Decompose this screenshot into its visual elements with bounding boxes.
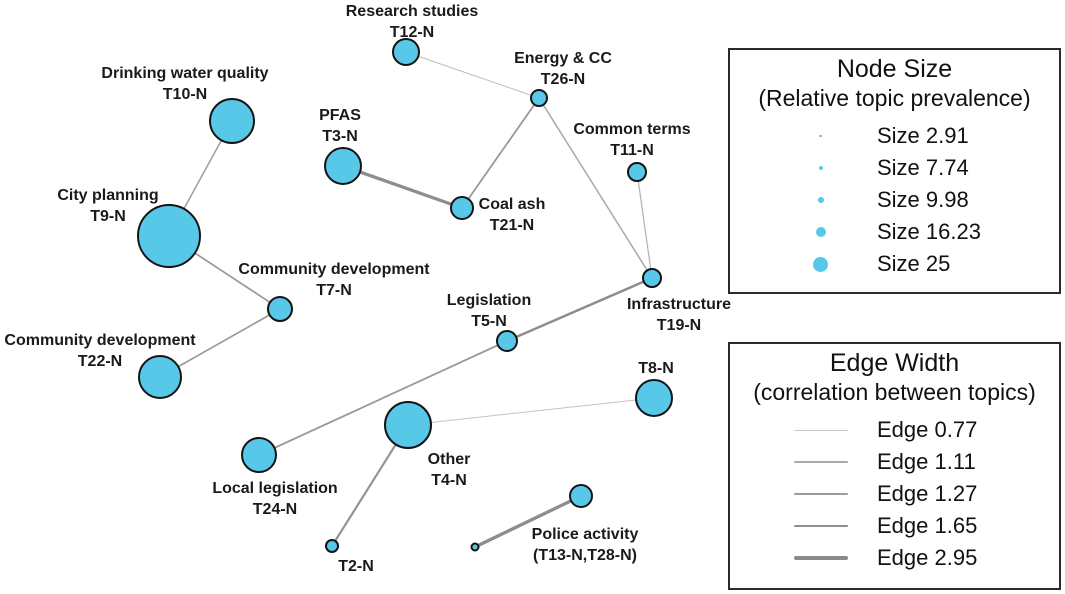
legend-edge-width-icon-cell: [778, 556, 863, 560]
edge-T11-N-T19-N: [636, 171, 653, 279]
legend-node-size-item: Size 7.74: [730, 152, 1059, 184]
legend-edge-width-item-label: Edge 1.11: [877, 449, 976, 474]
node-T10-N: [209, 98, 255, 144]
node-T12-N: [392, 38, 420, 66]
node-T9-N: [137, 204, 201, 268]
node-T8-N: [635, 379, 673, 417]
legend-node-size: Node Size (Relative topic prevalence) Si…: [728, 48, 1061, 294]
edge-T5-N-T24-N: [258, 340, 508, 456]
legend-node-size-icon-cell: [778, 227, 863, 237]
edge-width-line-icon: [793, 524, 848, 528]
edge-T7-N-T22-N: [159, 308, 281, 378]
node-T19-N: [642, 268, 662, 288]
node-T28-N: [470, 542, 480, 552]
legend-edge-width-item: Edge 0.77: [730, 414, 1059, 446]
node-T2-N: [325, 539, 339, 553]
legend-edge-width-item: Edge 2.95: [730, 542, 1059, 574]
edge-T26-N-T19-N: [538, 97, 653, 279]
legend-node-size-item-label: Size 25: [877, 251, 951, 276]
node-T7-N: [267, 296, 293, 322]
edge-width-line-icon: [793, 556, 848, 560]
node-T21-N: [450, 196, 474, 220]
legend-edge-width-item: Edge 1.65: [730, 510, 1059, 542]
edge-width-line-icon: [793, 493, 848, 495]
legend-edge-width-item: Edge 1.27: [730, 478, 1059, 510]
node-T3-N: [324, 147, 362, 185]
node-T24-N: [241, 437, 277, 473]
node-T5-N: [496, 330, 518, 352]
edge-T28-N-T13-N: [473, 494, 583, 549]
node-size-dot-icon: [815, 227, 826, 237]
node-size-dot-icon: [813, 256, 828, 272]
legend-node-size-icon-cell: [778, 166, 863, 170]
node-T13-N: [569, 484, 593, 508]
legend-edge-width: Edge Width (correlation between topics) …: [728, 342, 1061, 590]
edge-T4-N-T8-N: [407, 397, 655, 426]
legend-edge-width-item-label: Edge 1.27: [877, 481, 978, 506]
edge-width-line-icon: [793, 461, 848, 463]
legend-node-size-icon-cell: [778, 197, 863, 203]
legend-node-size-subtitle: (Relative topic prevalence): [758, 85, 1031, 111]
legend-edge-width-item-label: Edge 1.65: [877, 513, 978, 538]
legend-edge-width-title: Edge Width: [829, 349, 960, 377]
legend-node-size-item-label: Size 16.23: [877, 219, 981, 244]
legend-node-size-icon-cell: [778, 256, 863, 272]
legend-edge-width-icon-cell: [778, 493, 863, 495]
node-size-dot-icon: [817, 197, 824, 203]
legend-node-size-item-label: Size 9.98: [877, 187, 969, 212]
legend-node-size-item-label: Size 2.91: [877, 123, 969, 148]
legend-edge-width-item-label: Edge 2.95: [877, 545, 978, 570]
node-size-dot-icon: [818, 166, 823, 170]
legend-node-size-item-label: Size 7.74: [877, 155, 969, 180]
node-T22-N: [138, 355, 182, 399]
node-size-dot-icon: [819, 134, 822, 138]
edge-T12-N-T26-N: [405, 51, 540, 99]
legend-edge-width-icon-cell: [778, 524, 863, 528]
legend-edge-width-icon-cell: [778, 461, 863, 463]
legend-edge-width-item-label: Edge 0.77: [877, 417, 978, 442]
node-T4-N: [384, 401, 432, 449]
legend-node-size-icon-cell: [778, 134, 863, 138]
legend-node-size-item: Size 9.98: [730, 184, 1059, 216]
legend-edge-width-subtitle: (correlation between topics): [753, 379, 1036, 405]
legend-edge-width-item: Edge 1.11: [730, 446, 1059, 478]
legend-node-size-item: Size 2.91: [730, 120, 1059, 152]
legend-node-size-title: Node Size: [836, 55, 953, 83]
node-T11-N: [627, 162, 647, 182]
edge-T3-N-T21-N: [341, 164, 464, 210]
legend-node-size-item: Size 25: [730, 248, 1059, 280]
edge-T5-N-T19-N: [505, 276, 654, 343]
node-T26-N: [530, 89, 548, 107]
edge-width-line-icon: [793, 429, 848, 431]
legend-node-size-item: Size 16.23: [730, 216, 1059, 248]
legend-edge-width-icon-cell: [778, 429, 863, 431]
edge-T26-N-T21-N: [461, 97, 540, 209]
